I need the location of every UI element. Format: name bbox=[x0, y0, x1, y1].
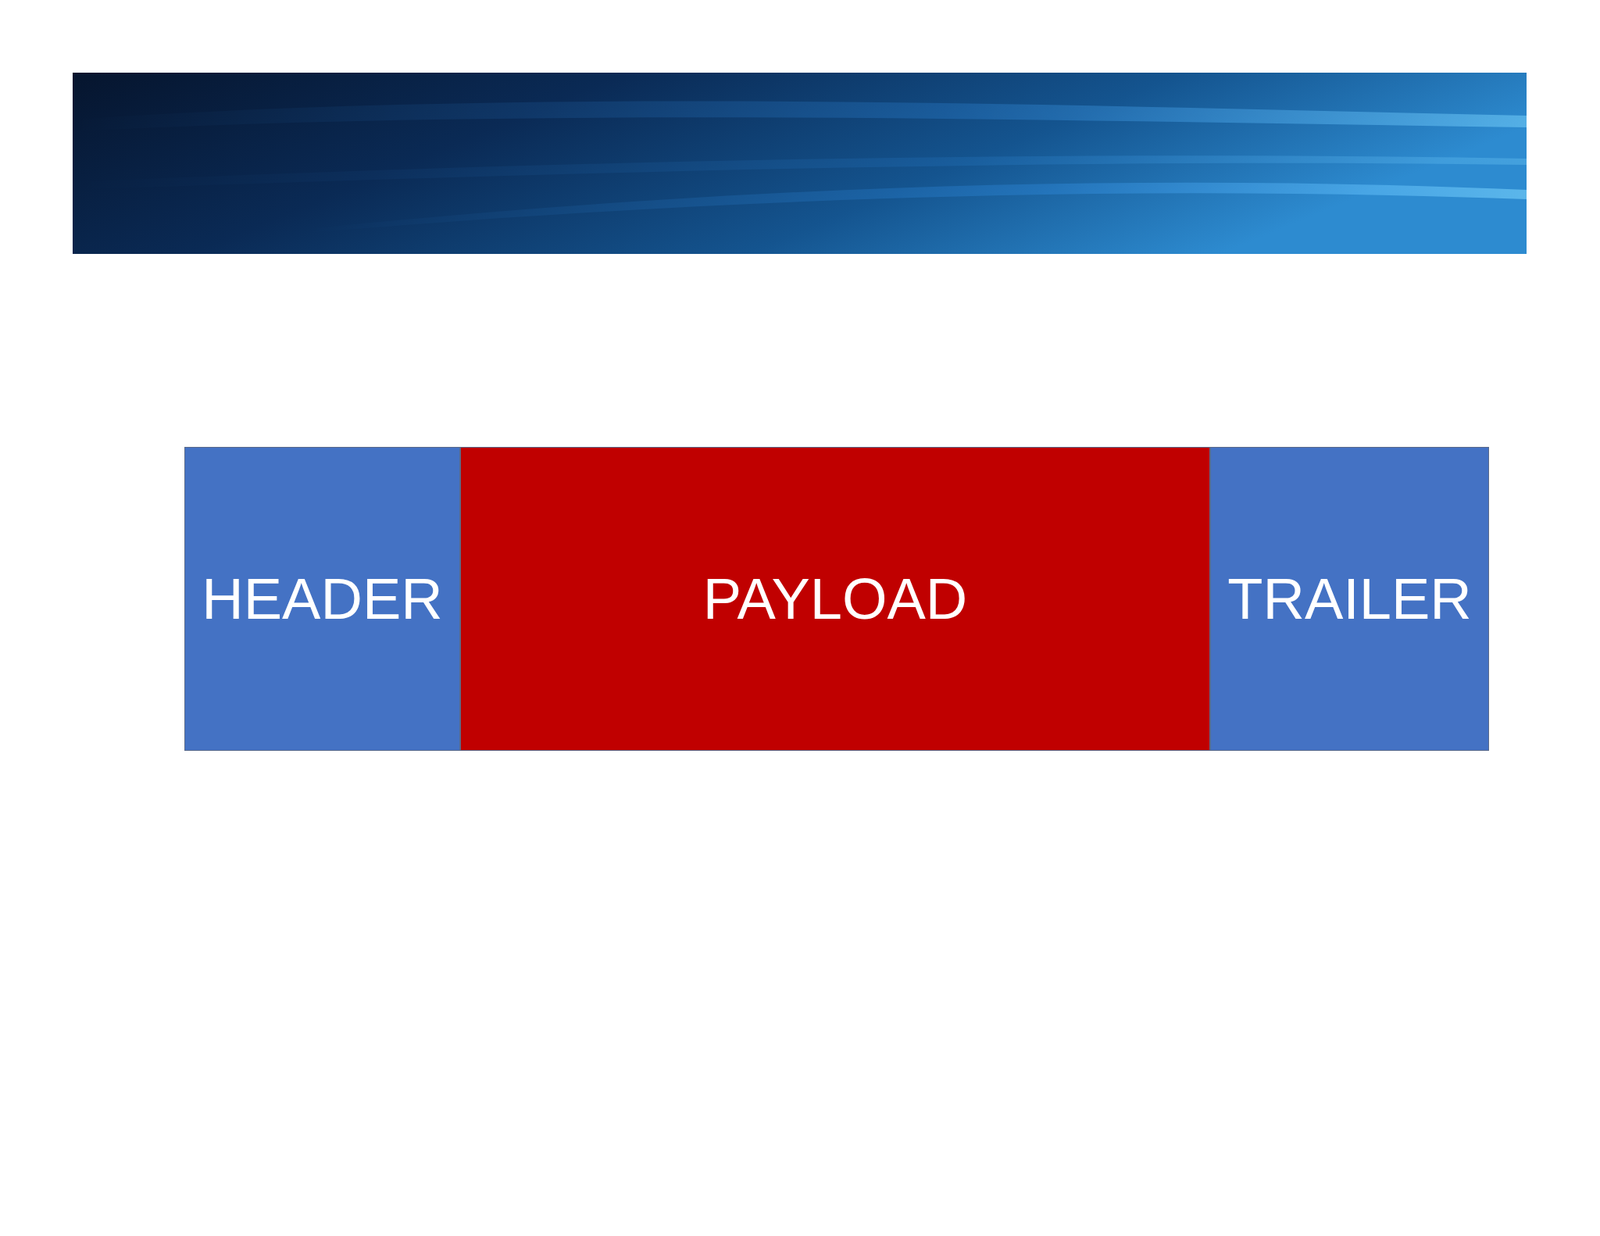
segment-label: HEADER bbox=[201, 567, 443, 631]
frame-segment: HEADER bbox=[184, 446, 461, 751]
banner-graphic bbox=[72, 72, 1527, 254]
frame-segment: PAYLOAD bbox=[460, 446, 1211, 751]
segment-label: PAYLOAD bbox=[703, 567, 968, 631]
frame-segment: TRAILER bbox=[1210, 446, 1490, 751]
segment-label: TRAILER bbox=[1227, 567, 1472, 631]
